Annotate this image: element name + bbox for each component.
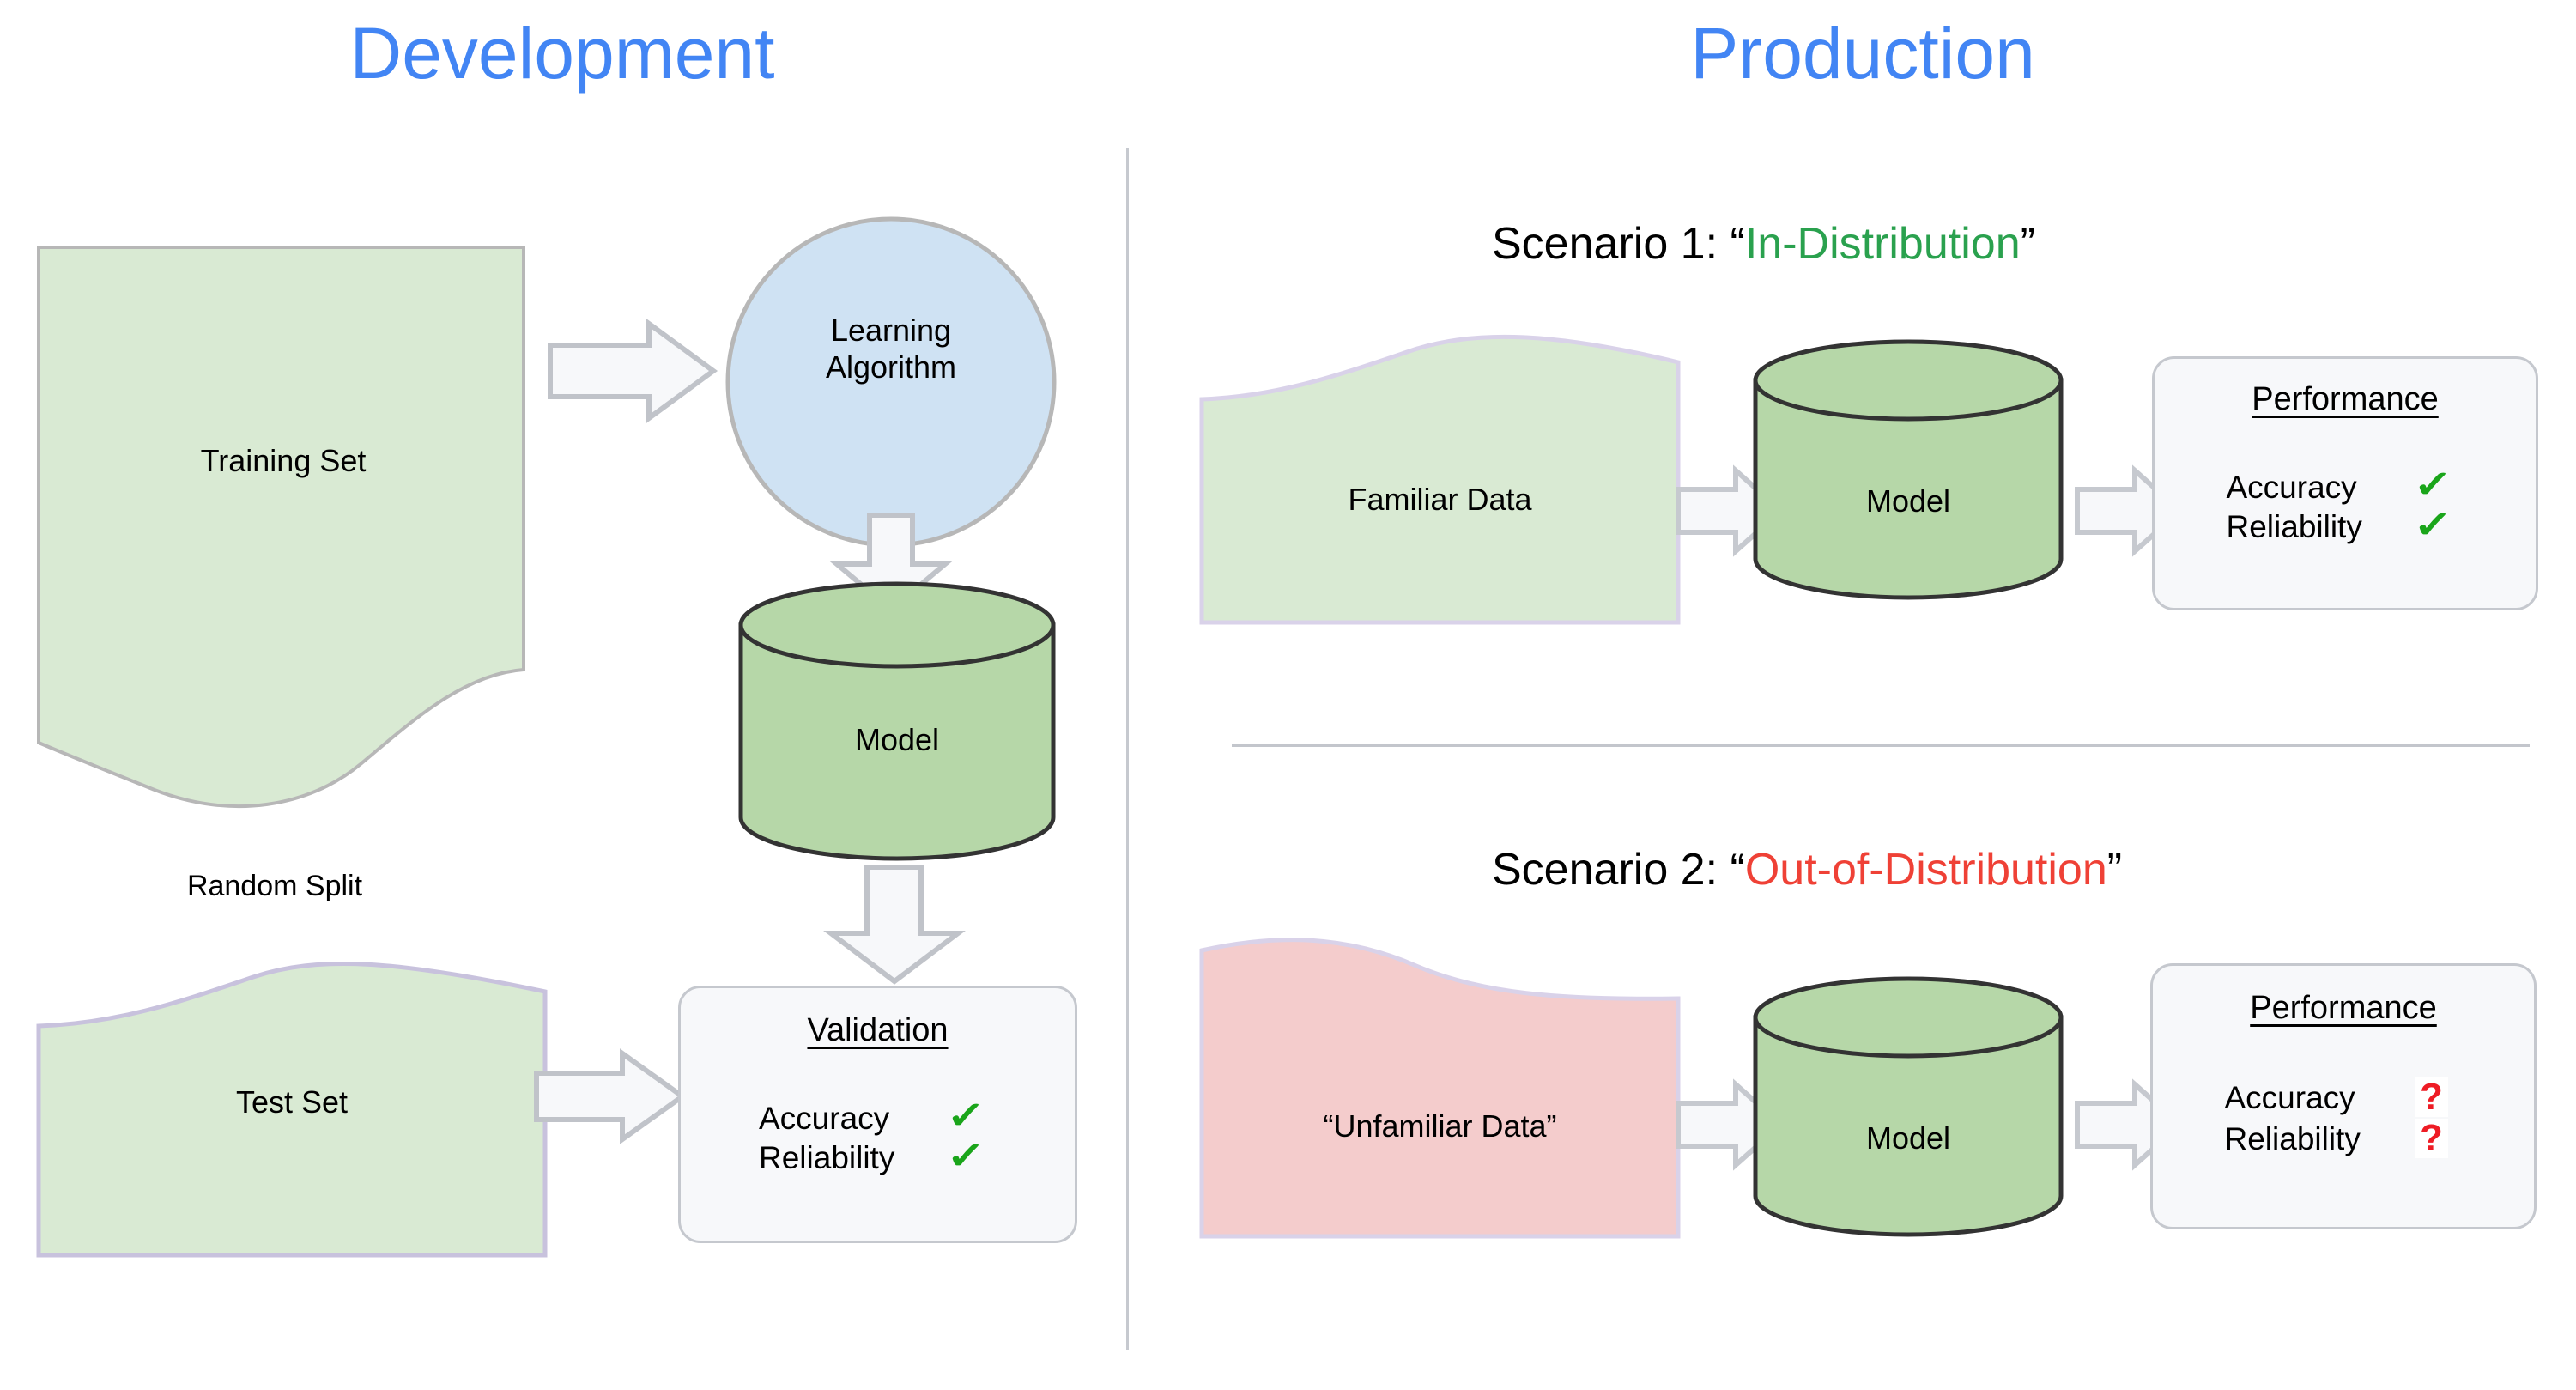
learning-algorithm-circle <box>725 216 1057 548</box>
scenario-2-metric-row: Reliability ? <box>2224 1118 2463 1160</box>
check-icon: ✓ <box>945 1134 986 1177</box>
validation-card-title: Validation <box>807 1012 949 1048</box>
validation-metric-row: Reliability ✓ <box>759 1134 997 1179</box>
scenario-1-close-quote: ” <box>2020 219 2035 269</box>
scenario-1-metric-row: Accuracy ✓ <box>2226 464 2464 507</box>
validation-metric-name: Reliability <box>759 1140 895 1176</box>
random-split-label: Random Split <box>186 870 363 902</box>
question-mark-icon: ? <box>2415 1118 2448 1158</box>
scenario-1-open-quote: “ <box>1730 219 1745 269</box>
check-icon: ✓ <box>2413 464 2453 506</box>
check-icon: ✓ <box>2413 503 2453 546</box>
unfamiliar-data-shape <box>1199 938 1681 1239</box>
scenario-2-model-cylinder <box>1753 976 2064 1237</box>
scenario-1-metric-row: Reliability ✓ <box>2226 503 2464 548</box>
familiar-data-shape <box>1199 334 1681 625</box>
scenario-2-question-icon: ? <box>2401 1118 2463 1160</box>
scenario-1-performance-title: Performance <box>2252 381 2439 417</box>
scenario-divider <box>1232 744 2530 747</box>
check-icon: ✓ <box>945 1095 986 1137</box>
scenario-2-performance-card: Performance Accuracy ? Reliability ? <box>2150 963 2537 1229</box>
validation-metric-row: Accuracy ✓ <box>759 1095 997 1138</box>
scenario-2-metric-name: Accuracy <box>2224 1080 2355 1115</box>
scenario-1-performance-card: Performance Accuracy ✓ Reliability ✓ <box>2152 356 2538 610</box>
validation-card: Validation Accuracy ✓ Reliability ✓ <box>678 986 1077 1243</box>
scenario-2-performance-title: Performance <box>2250 990 2437 1026</box>
training-to-algorithm-arrow <box>548 319 718 423</box>
scenario-2-metric-name: Reliability <box>2224 1120 2361 1156</box>
scenario-2-question-icon: ? <box>2401 1077 2463 1119</box>
scenario-2-metric-row: Accuracy ? <box>2225 1077 2463 1119</box>
scenario-2-heading: Scenario 2: “Out-of-Distribution” <box>1492 847 2122 892</box>
model-to-validation-arrow <box>823 865 966 985</box>
scenario-1-metric-name: Reliability <box>2226 509 2362 545</box>
validation-metric-name: Accuracy <box>759 1100 890 1136</box>
scenario-1-check-icon: ✓ <box>2403 503 2464 548</box>
scenario-1-metric-name: Accuracy <box>2226 469 2357 505</box>
training-set-shape <box>37 246 525 809</box>
scenario-1-term: In-Distribution <box>1744 219 2021 269</box>
scenario-1-prefix: Scenario 1: <box>1492 219 1730 269</box>
scenario-2-close-quote: ” <box>2106 845 2123 895</box>
scenario-2-term: Out-of-Distribution <box>1744 845 2107 895</box>
scenario-2-prefix: Scenario 2: <box>1492 845 1730 895</box>
page-title-development: Development <box>349 13 775 94</box>
validation-check-icon: ✓ <box>935 1134 997 1179</box>
scenario-1-check-icon: ✓ <box>2403 464 2464 507</box>
development-model-cylinder <box>738 581 1056 861</box>
test-set-shape <box>36 962 548 1258</box>
scenario-2-open-quote: “ <box>1730 845 1745 895</box>
question-mark-icon: ? <box>2415 1077 2448 1117</box>
page-title-production: Production <box>1690 13 2035 94</box>
scenario-1-heading: Scenario 1: “In-Distribution” <box>1492 222 2035 266</box>
test-to-validation-arrow <box>534 1048 688 1144</box>
validation-check-icon: ✓ <box>935 1095 997 1138</box>
scenario-1-model-cylinder <box>1753 339 2064 600</box>
column-divider <box>1126 148 1129 1350</box>
